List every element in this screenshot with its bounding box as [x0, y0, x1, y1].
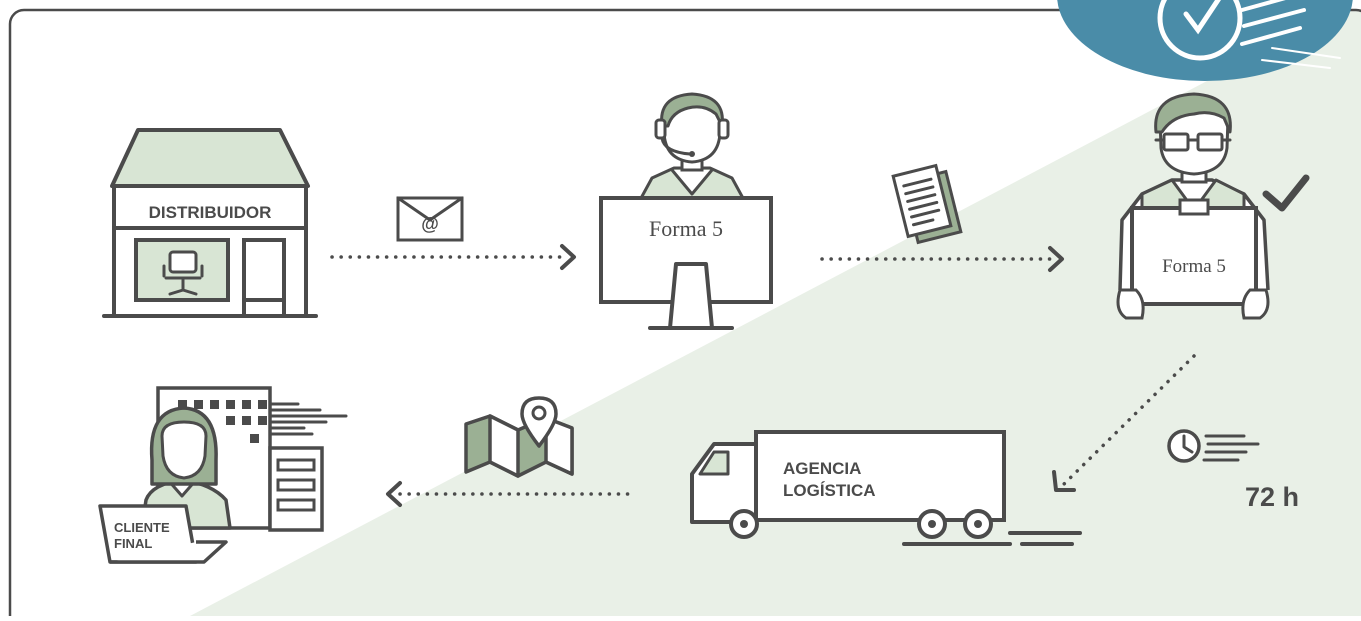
checkmark-icon — [1262, 174, 1310, 212]
distributor-label: DISTRIBUIDOR — [149, 203, 272, 222]
client-icon — [140, 406, 232, 530]
document-icon — [891, 163, 963, 245]
frame — [8, 8, 1361, 621]
badge-clock-icon — [1057, 0, 1353, 81]
operator-icon — [638, 92, 746, 202]
monitor-icon — [599, 196, 773, 330]
distributor-store: DISTRIBUIDOR — [102, 128, 318, 318]
sign-text: Forma 5 — [1162, 256, 1226, 277]
logistics-truck: AGENCIA LOGÍSTICA — [690, 430, 1082, 546]
arrow-distributor-to-callcenter — [330, 244, 576, 270]
location-pin-icon — [520, 396, 558, 448]
laptop-icon — [98, 504, 228, 564]
client-label-line1: CLIENTE — [114, 520, 170, 535]
envelope-icon: @ — [396, 196, 464, 242]
worker-icon — [1116, 92, 1270, 320]
client-label-line2: FINAL — [114, 536, 152, 551]
map-icon — [464, 414, 574, 478]
truck-icon — [690, 430, 1082, 546]
delivery-time: 72 h — [1245, 482, 1299, 512]
clock-icon — [1167, 429, 1260, 463]
arrow-callcenter-to-verifier — [820, 246, 1064, 272]
monitor-screen-text: Forma 5 — [649, 216, 723, 241]
logistics-label-line2: LOGÍSTICA — [783, 481, 876, 500]
final-client: CLIENTE FINAL — [98, 386, 348, 564]
verifier: Forma 5 — [1116, 92, 1310, 320]
logistics-label-line1: AGENCIA — [783, 459, 861, 478]
arrow-verifier-to-logistics — [1052, 354, 1196, 492]
envelope-symbol: @ — [421, 214, 439, 234]
store-icon — [102, 128, 318, 318]
arrow-logistics-to-client — [386, 481, 636, 507]
background-shape — [190, 10, 1361, 616]
call-center: Forma 5 — [599, 92, 773, 330]
